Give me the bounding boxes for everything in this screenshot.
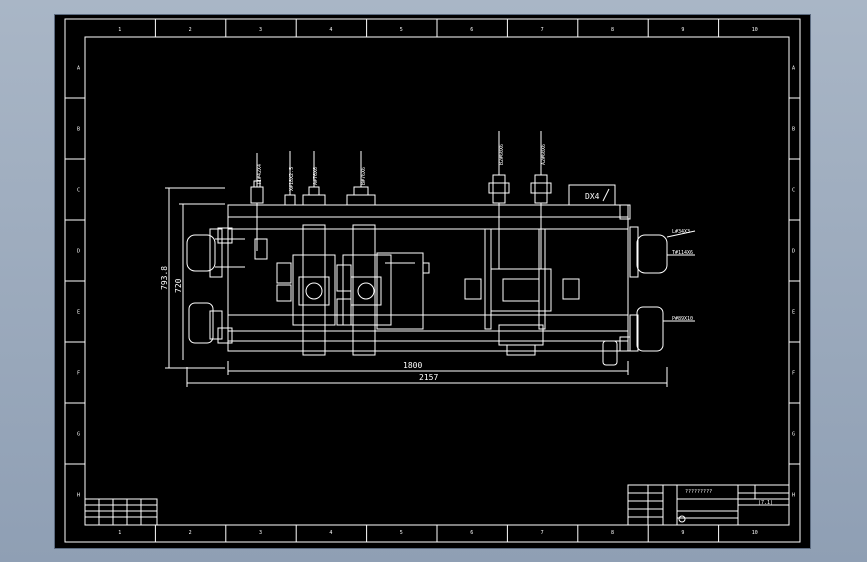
main-block: [227, 204, 629, 352]
zone-number: 10: [752, 530, 758, 536]
zone-letter: B: [77, 127, 80, 133]
right-end-cap-upper: [636, 234, 668, 274]
drawing-sheet: 1 2 3 4 5 6 7 8 9 10 1 2 3 4 5 6 7 8 9 10 A B C D E F G H A B C D E F G…: [64, 18, 801, 543]
dim-overall-width: 2157: [419, 373, 438, 382]
zone-number: 3: [259, 530, 262, 536]
zone-number: 5: [400, 27, 403, 33]
zone-letter: A: [792, 66, 795, 72]
zone-numbers-top: 1 2 3 4 5 6 7 8 9 10: [118, 27, 758, 33]
label-t1: T1#42X4: [257, 164, 263, 185]
valve-block-assembly: [186, 174, 668, 366]
zone-number: 6: [470, 530, 473, 536]
label-a: A#76X6: [313, 167, 319, 185]
zone-letter: F: [792, 371, 795, 377]
zone-letters-left: A B C D E F G H: [77, 66, 80, 499]
zone-letter: E: [792, 310, 795, 316]
label-a2: A2#60X6: [541, 144, 547, 165]
zone-ticks: [65, 19, 800, 542]
zone-letter: C: [77, 188, 80, 194]
control-box: [376, 252, 424, 330]
dim-inner-width: 1800: [403, 361, 422, 370]
zone-number: 1: [118, 27, 121, 33]
left-end-cap-upper: [186, 234, 216, 272]
zone-number: 7: [541, 27, 544, 33]
zone-numbers-bottom: 1 2 3 4 5 6 7 8 9 10: [118, 530, 758, 536]
zone-letter: G: [792, 432, 795, 438]
zone-letter: H: [792, 493, 795, 499]
fitting-a2: [534, 174, 548, 204]
zone-letter: H: [77, 493, 80, 499]
zone-letter: F: [77, 371, 80, 377]
zone-number: 10: [752, 27, 758, 33]
zone-number: 2: [189, 27, 192, 33]
zone-letter: G: [77, 432, 80, 438]
title-block: ????????? (7.1): [627, 484, 790, 526]
zone-number: 9: [681, 27, 684, 33]
zone-number: 2: [189, 530, 192, 536]
zone-number: 5: [400, 530, 403, 536]
label-p: P#89X10: [672, 316, 693, 322]
detail-tag-box: [568, 184, 616, 206]
zone-number: 8: [611, 27, 614, 33]
zone-number: 1: [118, 530, 121, 536]
title-block-code: (7.1): [758, 500, 773, 506]
dim-overall-height: 793.8: [160, 266, 169, 290]
zone-letter: C: [792, 188, 795, 194]
zone-number: 6: [470, 27, 473, 33]
zone-number: 4: [329, 27, 332, 33]
port-labels-top: T1#42X4 X#18X2.5 A#76X6 B#76X6 B2#60X6 A…: [256, 131, 547, 195]
dimensions: 793.8 720 1800 2157: [160, 187, 668, 387]
zone-number: 3: [259, 27, 262, 33]
valve-stack-1: [302, 224, 326, 356]
label-b: B#76X6: [361, 167, 367, 185]
label-t: T#114X6: [672, 250, 693, 256]
label-x: X#18X2.5: [289, 167, 295, 191]
right-end-cap-lower: [636, 306, 664, 352]
title-block-name: ?????????: [685, 489, 712, 495]
zone-number: 7: [541, 530, 544, 536]
label-b2: B2#60X6: [499, 144, 505, 165]
revision-table: [84, 498, 158, 526]
zone-letters-right: A B C D E F G H: [792, 66, 795, 499]
dim-inner-height: 720: [174, 278, 183, 293]
label-l: L#34X3: [672, 229, 690, 235]
valve-stack-3: [490, 268, 552, 312]
inner-frame: [84, 36, 790, 526]
detail-tag-text: DX4: [585, 192, 600, 201]
port-labels-right: L#34X3 T#114X6 P#89X10: [663, 229, 696, 322]
cad-viewport[interactable]: 1 2 3 4 5 6 7 8 9 10 1 2 3 4 5 6 7 8 9 10 A B C D E F G H A B C D E F G…: [55, 15, 810, 548]
valve-stack-2: [352, 224, 376, 356]
zone-number: 8: [611, 530, 614, 536]
fitting-b2: [492, 174, 506, 204]
left-end-cap-lower: [188, 302, 214, 344]
zone-letter: B: [792, 127, 795, 133]
zone-letter: D: [77, 249, 80, 255]
zone-number: 9: [681, 530, 684, 536]
zone-letter: A: [77, 66, 80, 72]
zone-letter: D: [792, 249, 795, 255]
zone-number: 4: [329, 530, 332, 536]
zone-letter: E: [77, 310, 80, 316]
